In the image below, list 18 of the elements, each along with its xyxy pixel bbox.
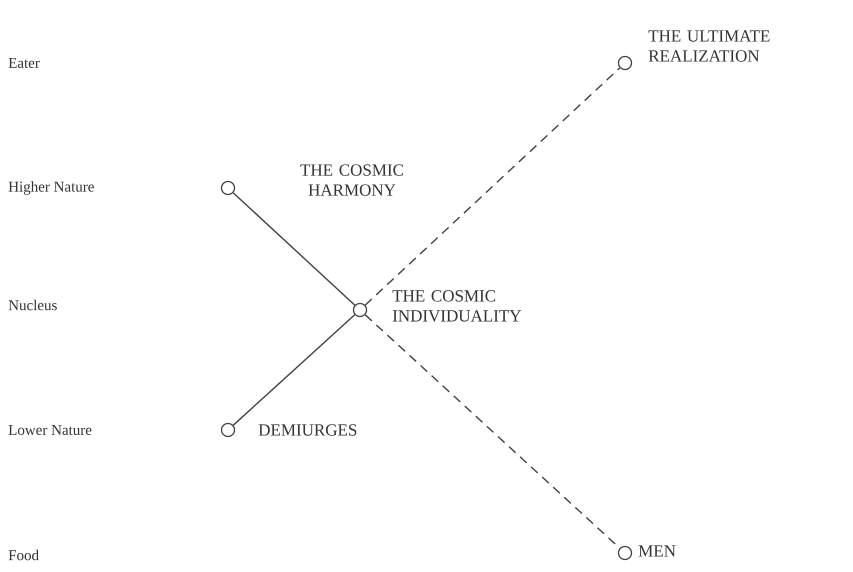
connector-line: [232, 192, 356, 306]
node-label: THE COSMIC HARMONY: [300, 164, 403, 196]
junction-circle: [618, 56, 632, 70]
node-label: MEN: [638, 545, 676, 557]
level-label: Food: [8, 550, 39, 560]
level-label: Higher Nature: [8, 181, 94, 195]
level-label: Eater: [8, 58, 40, 68]
junction-circle: [220, 422, 236, 438]
junction-circle: [220, 180, 236, 196]
level-label: Lower Nature: [8, 425, 92, 435]
junction-circle: [618, 546, 632, 560]
node-label: THE COSMIC INDIVIDUALITY: [392, 290, 522, 322]
node-label: DEMIURGES: [258, 424, 356, 436]
level-label: Nucleus: [8, 300, 57, 310]
node-label: THE ULTIMATE REALIZATION: [648, 30, 770, 62]
junction-circle: [352, 302, 368, 318]
connector-line: [364, 67, 620, 306]
connector-line: [232, 314, 356, 426]
